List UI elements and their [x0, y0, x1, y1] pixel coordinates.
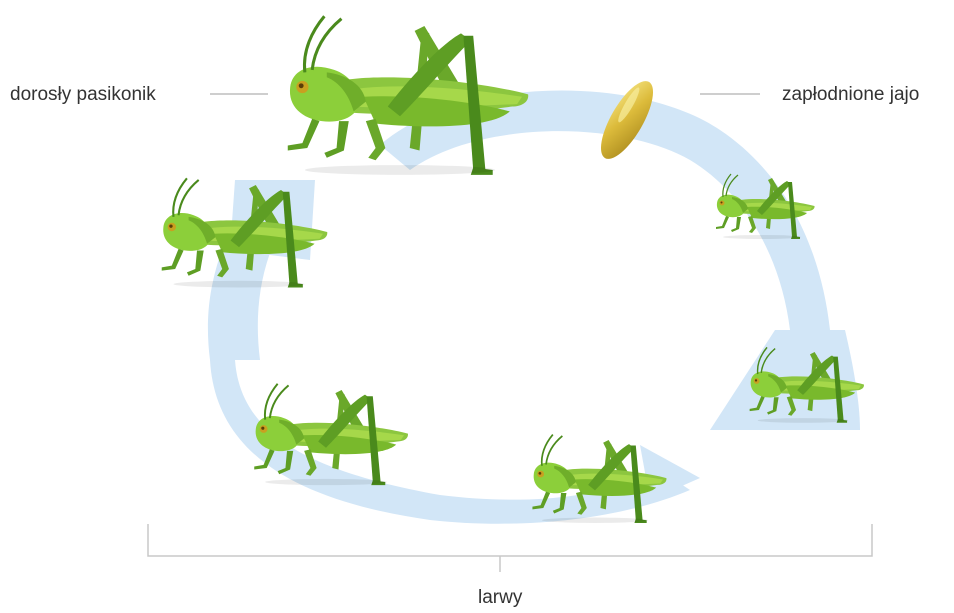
cycle-arrow: [208, 90, 860, 523]
larvae-bracket: [148, 524, 872, 572]
adult-label: dorosły pasikonik: [10, 84, 156, 105]
larvae-label: larwy: [478, 587, 523, 608]
egg-label: zapłodnione jajo: [782, 84, 919, 105]
